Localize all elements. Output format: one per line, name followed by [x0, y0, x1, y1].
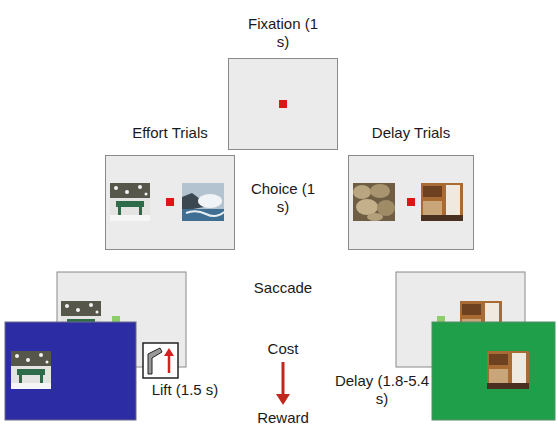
phase-label: Delay (1.8-5.4 s): [335, 372, 430, 408]
delay-screen: [432, 322, 555, 420]
fixation-dot: [166, 198, 174, 206]
screen-heading: Effort Trials: [132, 124, 208, 142]
screen-frame: Fixation (1 s): [228, 58, 338, 150]
screen-heading: Delay Trials: [372, 124, 450, 142]
photo: [487, 351, 529, 389]
cost-arrow: [276, 362, 290, 405]
screen-frame: Delay Trials: [348, 155, 474, 250]
fixation-dot: [279, 100, 287, 108]
photo: [353, 183, 395, 221]
phase-label: Reward: [257, 409, 309, 427]
effort-screen: [5, 322, 136, 420]
phase-label: Lift (1.5 s): [152, 381, 219, 399]
screen-fill: [348, 155, 474, 250]
screen-heading: Fixation (1 s): [246, 15, 321, 51]
phase-label: Choice (1 s): [248, 180, 318, 216]
phase-label: Saccade: [254, 279, 312, 297]
photo: [110, 183, 150, 221]
lift-icon: [143, 343, 178, 378]
photo: [11, 351, 51, 389]
photo: [421, 183, 463, 221]
phase-label: Cost: [268, 340, 299, 358]
photo: [182, 183, 224, 221]
fixation-dot: [407, 198, 415, 206]
screen-fill: [105, 155, 235, 250]
screen-fill: [228, 58, 338, 150]
screen-frame: Effort Trials: [105, 155, 235, 250]
